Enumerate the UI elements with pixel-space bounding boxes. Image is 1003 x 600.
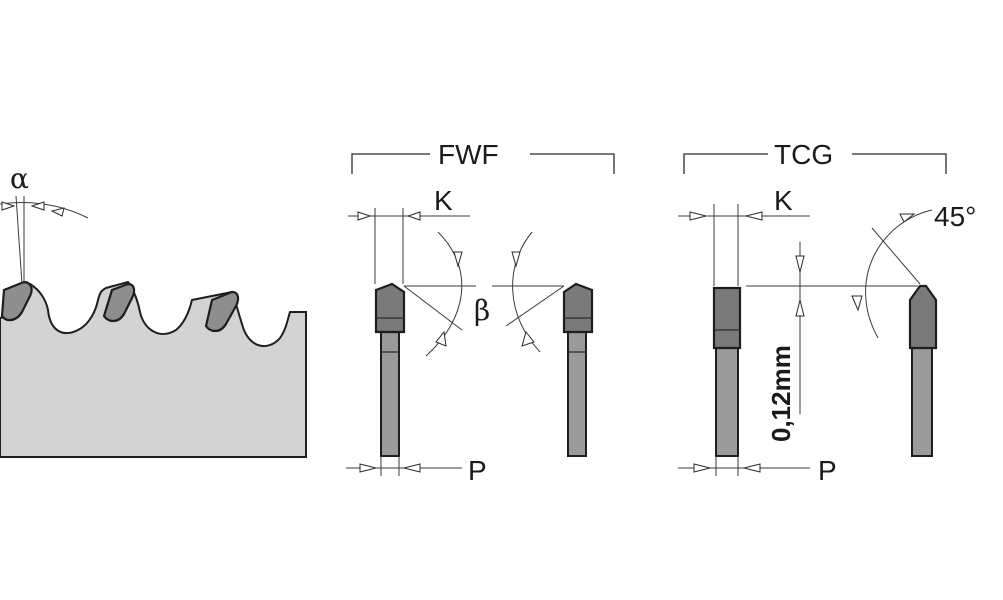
tcg-45-arrow-top (899, 213, 916, 223)
tcg-k-arrow-right (745, 211, 763, 221)
blade-body (0, 280, 307, 458)
fwf-k-label: K (434, 185, 453, 216)
blade-profile: α (0, 162, 307, 458)
tcg-height-arrow-top (795, 255, 805, 273)
tcg-bracket (683, 153, 947, 174)
fwf-p-arrow-left (359, 463, 377, 473)
tcg-left-shank (715, 345, 739, 457)
fwf-beta-bevel-left (403, 285, 463, 331)
tooth-tip-2 (102, 282, 136, 323)
tcg-height-arrow-bot (795, 299, 805, 317)
fwf-group: FWF K β P (346, 139, 615, 486)
tcg-45-label: 45° (934, 201, 976, 232)
fwf-beta-arrow-left-bot (435, 330, 447, 347)
tooth-tip-3 (204, 290, 240, 333)
tcg-k-label: K (774, 185, 793, 216)
tcg-right-tip (908, 284, 938, 350)
fwf-beta-arrow-right-top (511, 251, 521, 268)
alpha-arrow-right (30, 201, 45, 211)
tcg-right-shank (911, 345, 933, 457)
tcg-p-arrow-left (693, 463, 711, 473)
fwf-bracket (351, 153, 615, 174)
tcg-p-label: P (818, 455, 837, 486)
tcg-45-arrow-bot (851, 295, 863, 312)
alpha-arc (0, 202, 89, 219)
fwf-right-shank (567, 331, 587, 457)
alpha-arrow-right-2 (50, 207, 65, 217)
alpha-label: α (10, 162, 29, 195)
fwf-p-label: P (468, 455, 487, 486)
fwf-beta-arrow-right-bot (521, 330, 535, 347)
tcg-p-arrow-right (743, 463, 761, 473)
tcg-45-line (871, 227, 921, 285)
fwf-left-shank (380, 331, 400, 457)
alpha-line-rake (15, 195, 23, 285)
fwf-beta-label: β (474, 294, 490, 327)
tcg-k-arrow-left (689, 211, 707, 221)
tcg-45-arc (865, 209, 933, 339)
alpha-arrow-left (1, 201, 16, 211)
fwf-right-tip (562, 282, 594, 334)
fwf-k-arrow-left (357, 211, 372, 221)
tcg-group: TCG K 0,12mm 45° P (678, 139, 976, 486)
fwf-title: FWF (438, 139, 499, 170)
tcg-title: TCG (774, 139, 833, 170)
fwf-beta-arrow-left-top (453, 251, 463, 268)
tooth-tip-1 (0, 280, 33, 322)
fwf-p-arrow-right (403, 463, 421, 473)
fwf-k-arrow-right (406, 211, 421, 221)
tcg-left-tip (712, 286, 742, 350)
fwf-beta-bevel-right (505, 285, 565, 327)
tcg-chamfer-label: 0,12mm (766, 345, 796, 442)
fwf-left-tip (374, 282, 406, 334)
